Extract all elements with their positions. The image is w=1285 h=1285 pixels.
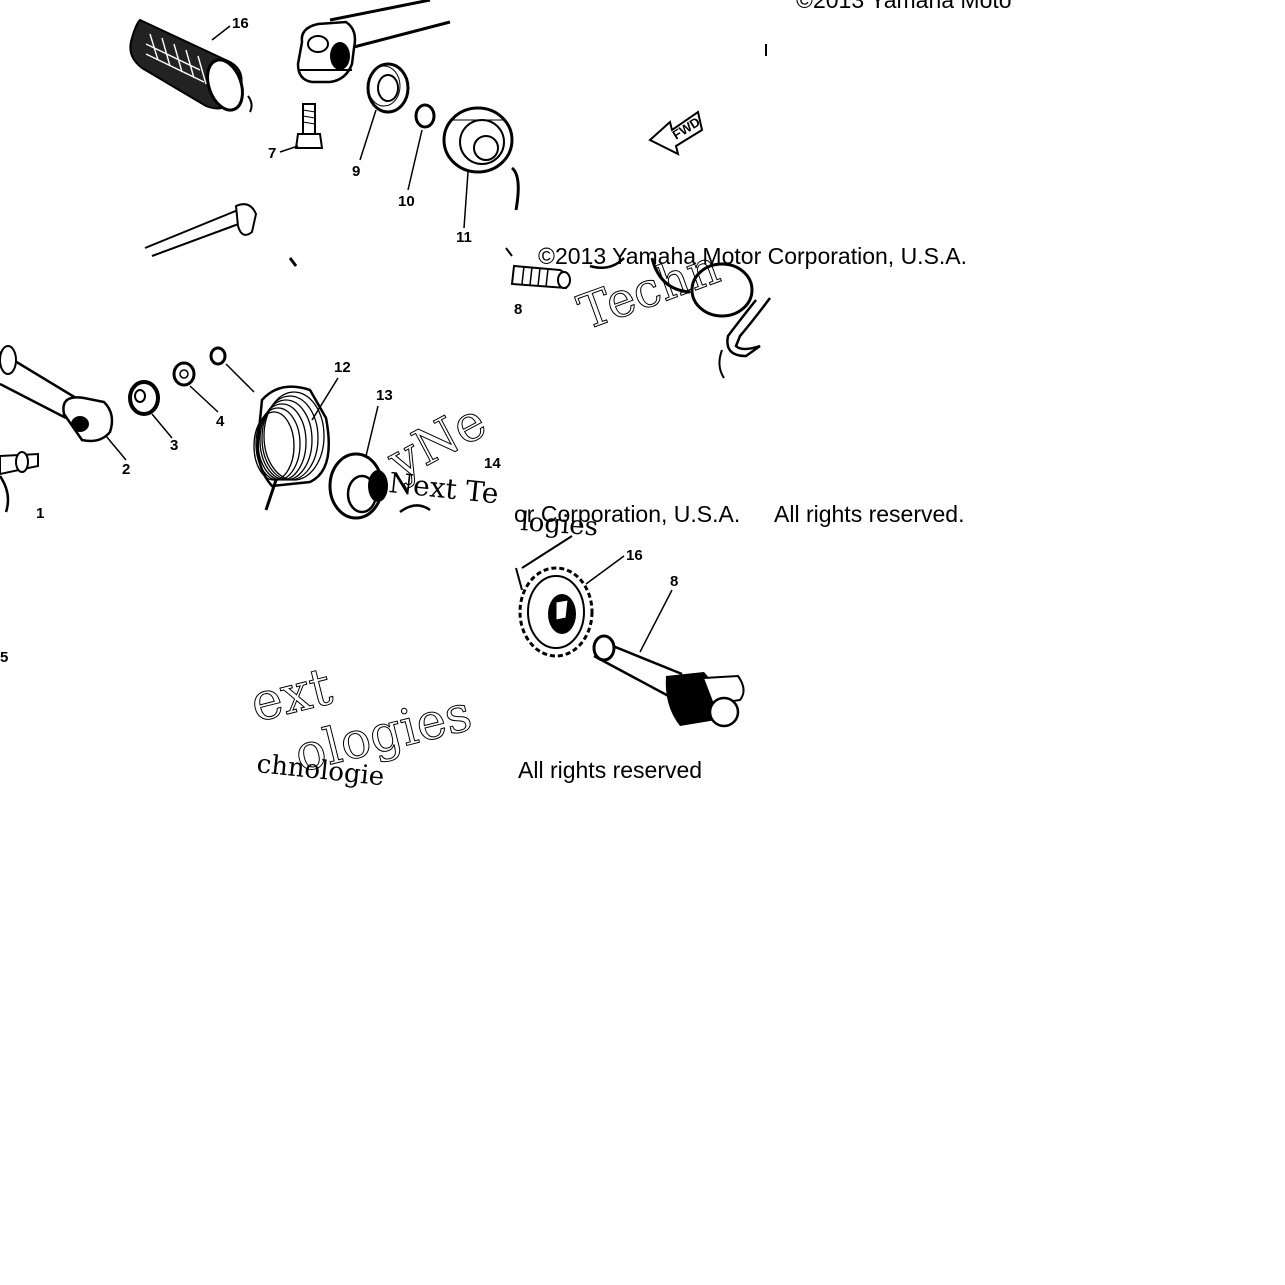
pin-part: [510, 264, 571, 290]
clip-spring-part: [589, 257, 771, 379]
callout-4: 4: [216, 413, 225, 430]
copyright-rights: All rights reserved.: [774, 501, 964, 527]
tile-bottom-left: 5: [0, 649, 8, 666]
callout-2: 2: [122, 461, 130, 478]
callout-6: 16: [232, 15, 249, 32]
copyright-bottom: All rights reserved: [518, 757, 702, 783]
callout-13: 13: [376, 387, 393, 404]
tile-top-left: 16: [129, 15, 258, 257]
kick-axle-part: [0, 345, 114, 513]
watermark-fragment: logies: [520, 507, 600, 542]
tile-top-middle: 7 9 10 11: [268, 0, 520, 267]
spring-housing-part: [442, 106, 514, 174]
tile-bottom-middle: ext ologies chnologie: [244, 656, 477, 792]
spring-cover-part: [328, 452, 388, 520]
copyright-top: ©2013 Yamaha Moto: [796, 0, 1012, 13]
tile-top-right: FWD ©2013 Yamaha Moto: [648, 0, 1012, 156]
torsion-spring-part: [253, 385, 330, 511]
callout-8b: 8: [670, 573, 678, 590]
callout-12: 12: [334, 359, 351, 376]
callout-16: 16: [626, 547, 643, 564]
kick-axle-shaft-part: [592, 634, 745, 728]
tile-copyright-strip: or Corporation, U.S.A. All rights reserv…: [514, 501, 964, 542]
callout-1: 1: [36, 505, 44, 522]
copyright-corporation: or Corporation, U.S.A.: [514, 501, 740, 527]
callout-3: 3: [170, 437, 178, 454]
kick-gear-part: [518, 566, 594, 658]
callout-10: 10: [398, 193, 415, 210]
washer-part: [172, 346, 227, 387]
callout-5: 5: [0, 649, 8, 666]
tile-middle-middle: 12 13 14 yNe Next Te: [253, 359, 501, 520]
oil-seal-part: [366, 62, 410, 114]
circlip-part: [414, 103, 436, 129]
callout-8: 8: [514, 301, 522, 318]
pedal-arm-rod: [144, 203, 258, 257]
fwd-arrow-icon: FWD: [648, 110, 704, 156]
tile-middle-left: 2 1 3 4: [0, 345, 255, 522]
spacer-part: [128, 380, 160, 416]
tile-bottom-right: 16 8 All rights reserved: [515, 535, 745, 783]
callout-14: 14: [484, 455, 501, 472]
callout-7: 7: [268, 145, 276, 162]
callout-9: 9: [352, 163, 360, 180]
tile-middle-right: ©2013 Yamaha Motor Corporation, U.S.A. 8…: [505, 238, 967, 379]
callout-11: 11: [456, 229, 472, 246]
pedal-grip-part: [129, 18, 244, 112]
kick-lever-arm: [296, 0, 451, 84]
copyright-middle: ©2013 Yamaha Motor Corporation, U.S.A.: [538, 243, 967, 269]
watermark-fragment: Next Te: [387, 466, 500, 510]
bolt-part: [294, 103, 324, 149]
